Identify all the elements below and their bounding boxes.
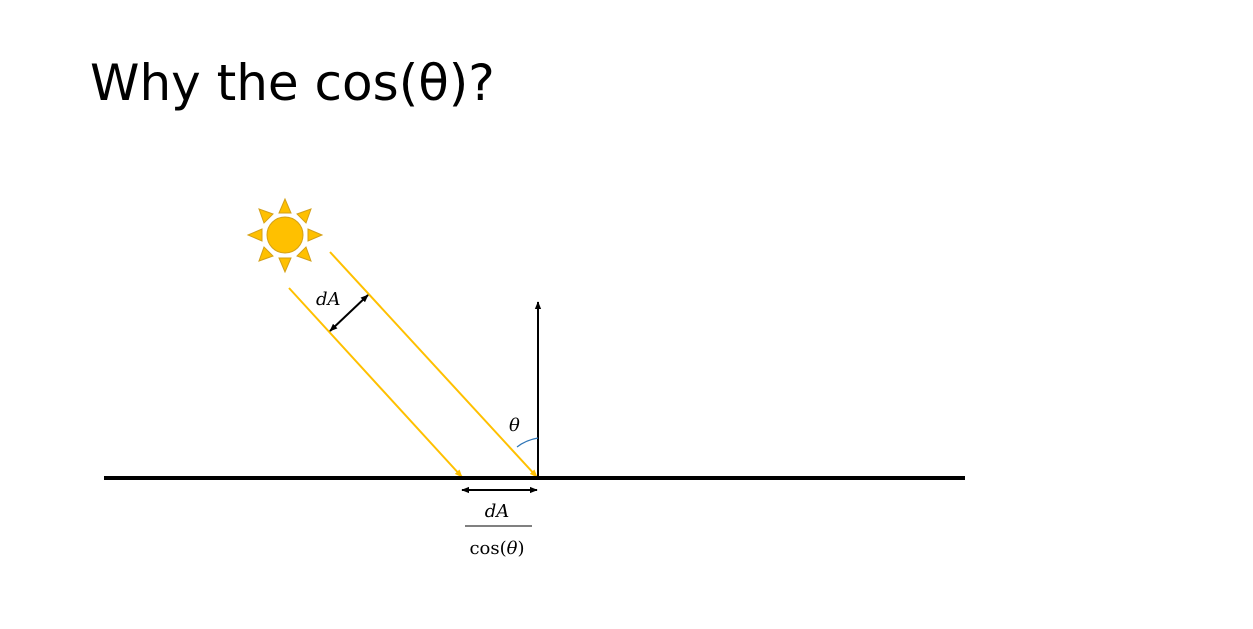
angle-arc [516, 437, 539, 448]
beam-width-arrow [329, 294, 369, 332]
footprint-label-denominator: cos(θ) [469, 538, 524, 559]
slide-title: Why the cos(θ)? [90, 54, 495, 112]
angle-label: θ [509, 415, 520, 436]
footprint-label: dA cos(θ) [465, 501, 532, 559]
light-ray-left [288, 287, 463, 478]
beam-width-label: dA [316, 289, 341, 310]
sun-icon [246, 197, 324, 274]
footprint-label-numerator: dA [485, 501, 510, 522]
denominator-var: θ [507, 538, 518, 559]
denominator-fn: cos( [469, 538, 506, 559]
denominator-close: ) [518, 538, 525, 559]
light-ray-right [329, 251, 538, 478]
